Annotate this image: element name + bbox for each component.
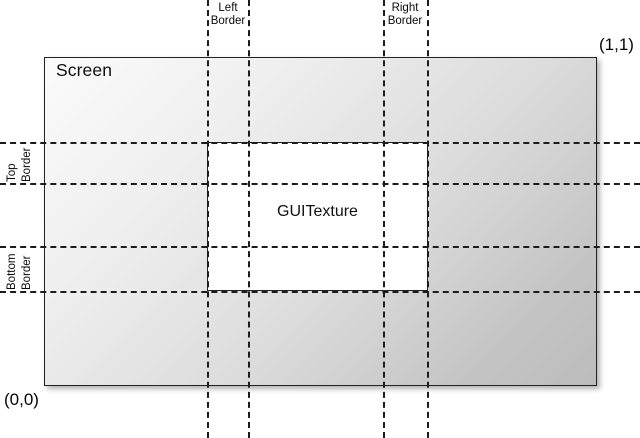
guide-line-horizontal-bottom-outer [0, 291, 640, 293]
guide-line-horizontal-bottom-inner [0, 246, 640, 248]
screen-label: Screen [56, 60, 113, 80]
corner-label-max: (1,1) [599, 35, 634, 54]
guide-line-horizontal-top-outer [0, 142, 640, 144]
bottom-border-label-line2: Border [21, 255, 33, 290]
right-border-label-line1: Right [391, 2, 419, 14]
guide-line-vertical-left-outer [207, 0, 209, 438]
guitexture-label: GUITexture [277, 203, 358, 220]
guide-line-vertical-right-inner [383, 0, 385, 438]
top-border-label: Top [6, 163, 19, 182]
guide-line-vertical-right-outer [427, 0, 429, 438]
left-border-label: Left Border [199, 2, 257, 28]
bottom-border-label-line1: Bottom [6, 253, 18, 290]
guitexture-rectangle [207, 142, 428, 291]
bottom-border-label-secondary: Border [21, 255, 34, 290]
top-border-label-line1: Top [6, 163, 18, 182]
guide-line-vertical-left-inner [248, 0, 250, 438]
guide-line-horizontal-top-inner [0, 183, 640, 185]
top-border-label-secondary: Border [21, 147, 34, 182]
left-border-label-line2: Border [210, 15, 246, 27]
left-border-label-line1: Left [218, 2, 238, 14]
corner-label-origin: (0,0) [4, 390, 39, 409]
right-border-label-line2: Border [387, 15, 423, 27]
bottom-border-label: Bottom [6, 254, 19, 290]
right-border-label: Right Border [375, 2, 435, 28]
top-border-label-line2: Border [21, 147, 33, 182]
